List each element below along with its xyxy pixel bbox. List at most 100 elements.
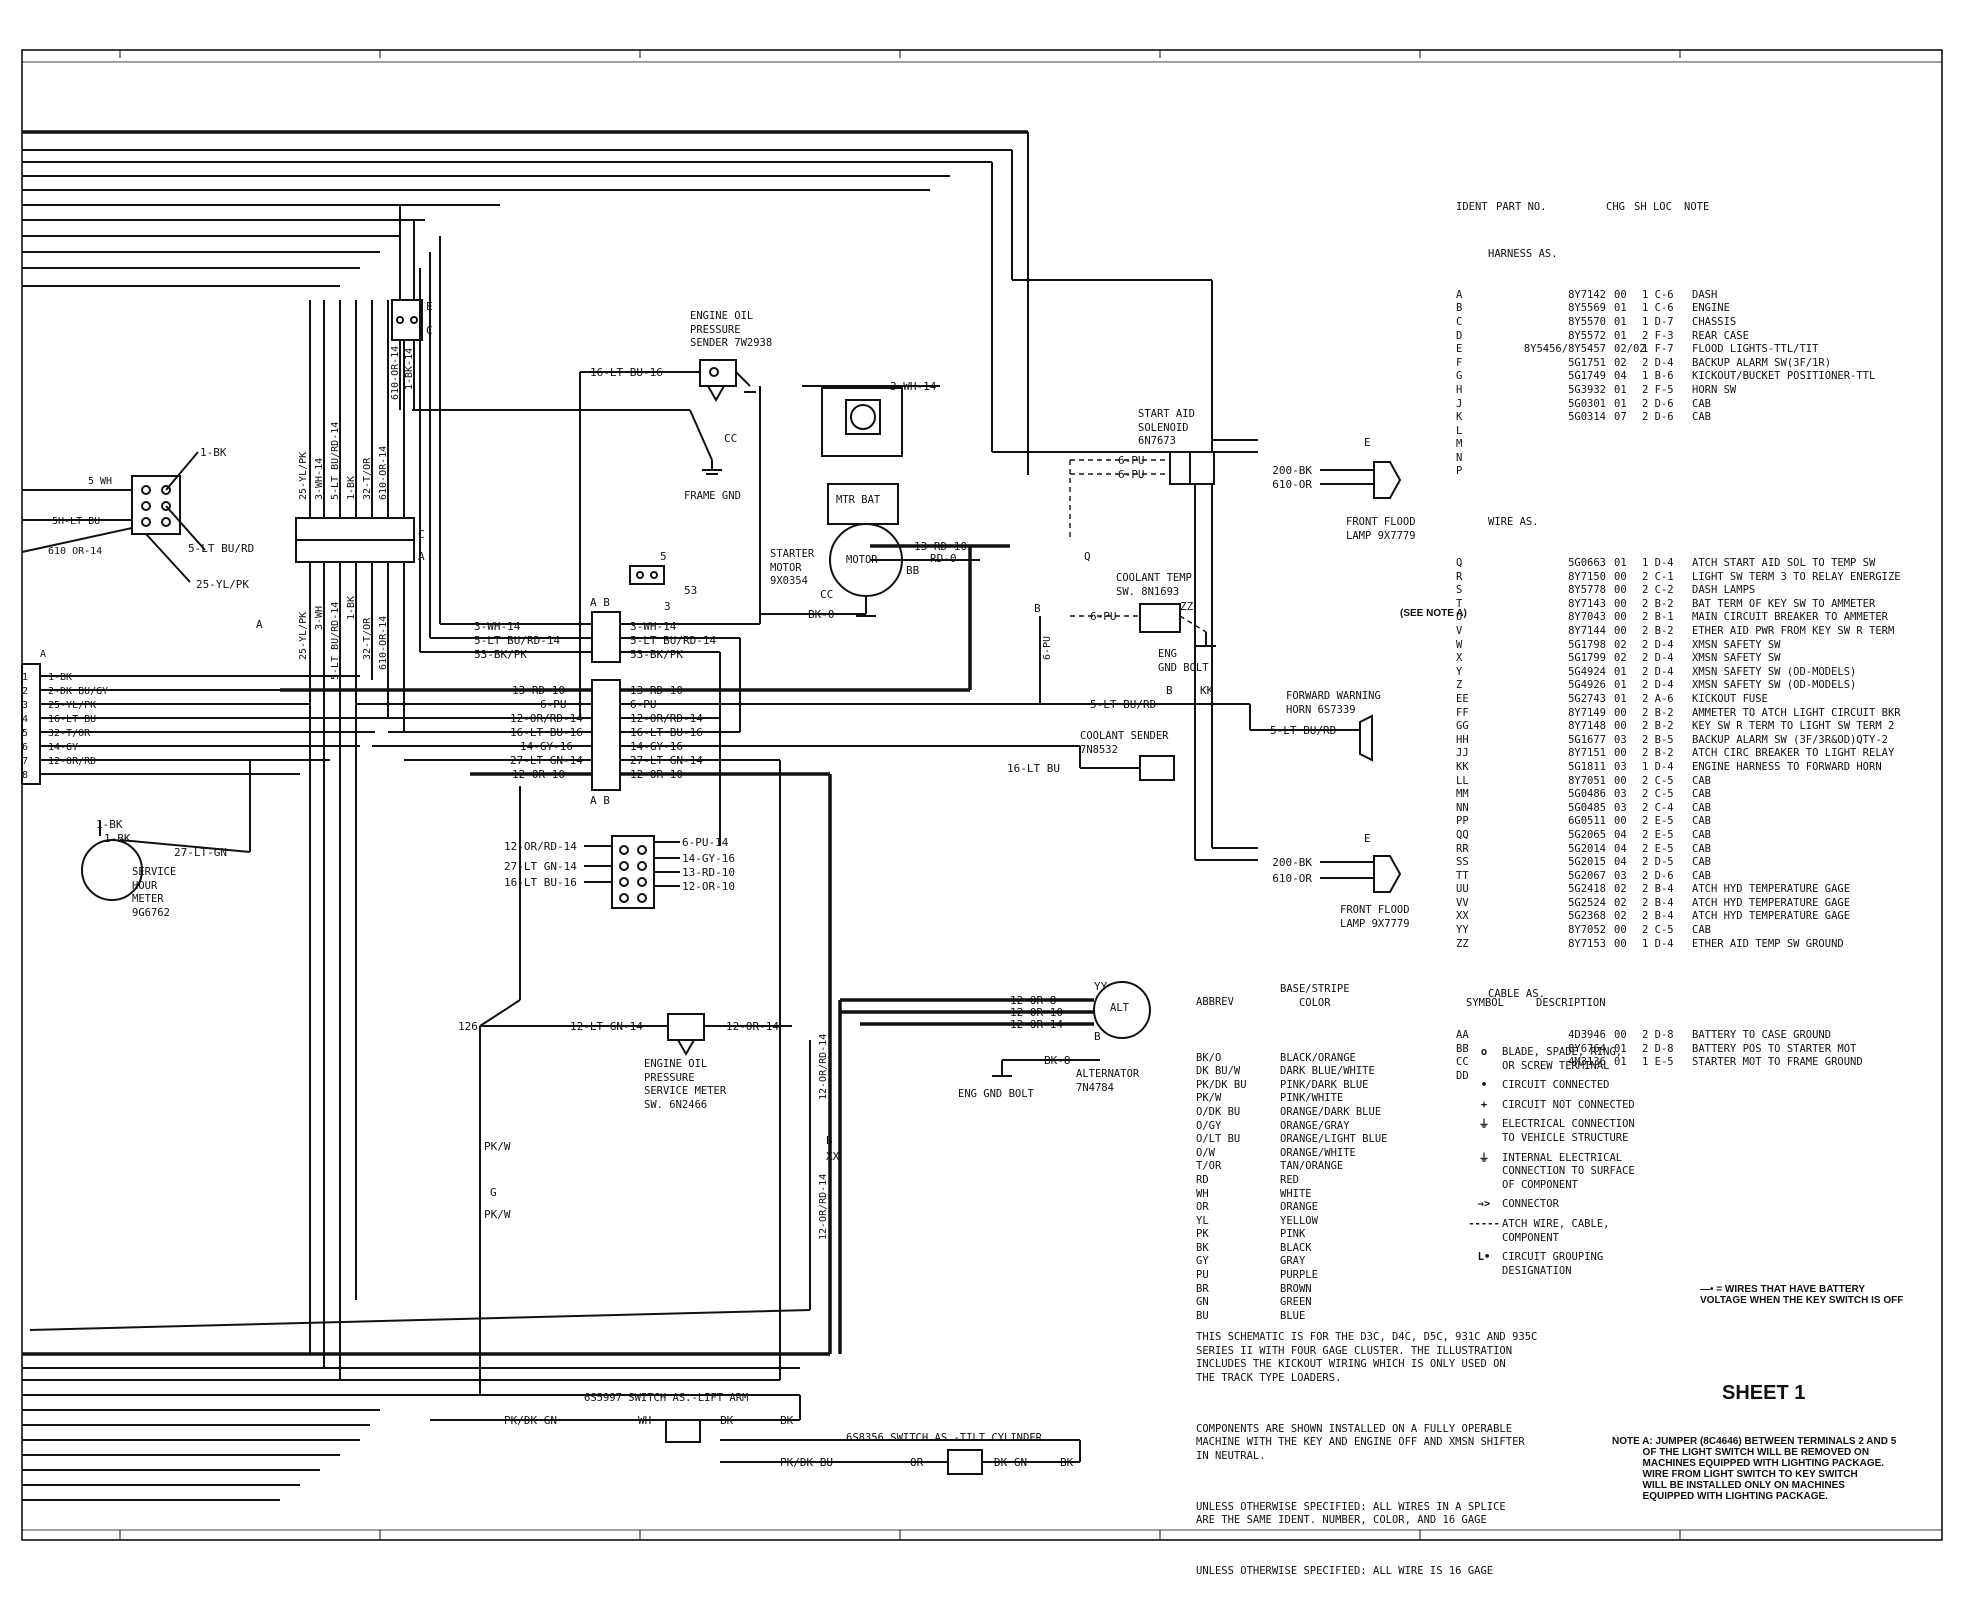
ident-id: PP: [1456, 815, 1469, 828]
svg-text:3: 3: [22, 700, 28, 711]
ident-id: N: [1456, 451, 1463, 464]
symbol-row: •CIRCUIT CONNECTED: [1466, 1079, 1635, 1093]
ident-table: IDENT PART NO. CHG SH LOC NOTE HARNESS A…: [1456, 174, 1901, 1097]
ident-chg: 02: [1614, 652, 1627, 665]
ident-chg: 01: [1614, 692, 1627, 705]
ident-id: ZZ: [1456, 937, 1469, 950]
svg-text:610-OR: 610-OR: [1272, 872, 1312, 885]
ident-part: 5G0485: [1568, 801, 1606, 814]
ident-chg: 00: [1614, 625, 1627, 637]
ident-chg: 01: [1614, 315, 1627, 328]
symbol-glyph: o: [1480, 1045, 1488, 1058]
harness-title: HARNESS AS.: [1488, 247, 1558, 260]
note-3: UNLESS OTHERWISE SPECIFIED: ALL WIRES IN…: [1196, 1500, 1506, 1527]
ident-loc: 1 D-4: [1642, 760, 1674, 773]
symbol-header: SYMBOL DESCRIPTION: [1466, 997, 1635, 1011]
ident-loc: 1 F-7: [1642, 343, 1674, 356]
ident-note: KEY SW R TERM TO LIGHT SW TERM 2: [1692, 720, 1895, 733]
symbol-glyph: -----: [1468, 1217, 1500, 1230]
ident-loc: 1 C-6: [1642, 302, 1674, 315]
ident-id: Y: [1456, 665, 1463, 678]
ident-note: CAB: [1692, 842, 1711, 855]
ident-loc: 2 D-4: [1642, 638, 1674, 651]
coolant-sender: 16-LT BU: [760, 745, 1175, 781]
ident-chg: 04: [1614, 856, 1627, 869]
ident-id: UU: [1456, 883, 1469, 896]
ident-id: JJ: [1456, 747, 1469, 760]
ident-loc: 2 C-5: [1642, 788, 1674, 801]
ident-part: 5G2014: [1568, 842, 1606, 855]
svg-text:3-WH-14: 3-WH-14: [890, 380, 937, 393]
svg-text:3-WH-14: 3-WH-14: [314, 458, 325, 500]
svg-text:E: E: [1364, 436, 1371, 449]
coolant-sw-label: COOLANT TEMP SW. 8N1693: [1116, 572, 1192, 598]
ident-loc: 2 F-5: [1642, 383, 1674, 396]
ident-chg: 01: [1614, 679, 1627, 692]
ident-loc: 2 B-1: [1642, 611, 1674, 624]
ident-loc: [1642, 1070, 1692, 1084]
ident-loc: 2 C-1: [1642, 570, 1674, 583]
svg-text:610 OR-14: 610 OR-14: [48, 546, 102, 557]
svg-text:610-OR: 610-OR: [1272, 478, 1312, 491]
starter-label: STARTER MOTOR 9X0354: [770, 548, 815, 588]
svg-text:610-OR-14: 610-OR-14: [390, 346, 401, 400]
svg-text:4: 4: [22, 714, 28, 725]
abbrev-color: RED: [1280, 1173, 1299, 1186]
ident-part: 8Y5778: [1568, 584, 1606, 597]
ident-id: U: [1456, 611, 1463, 624]
ident-part: 8Y7043: [1568, 611, 1606, 624]
symbol-desc: CONNECTOR: [1502, 1198, 1559, 1211]
ident-id: SS: [1456, 856, 1469, 869]
ident-part: 5G4924: [1568, 665, 1606, 678]
ident-id: A: [1456, 288, 1463, 301]
ident-note: KICKOUT/BUCKET POSITIONER-TTL: [1692, 370, 1876, 383]
ident-note: REAR CASE: [1692, 329, 1749, 342]
svg-text:5-LT BU/RD: 5-LT BU/RD: [188, 542, 254, 555]
ident-loc: [1642, 452, 1692, 466]
svg-text:6: 6: [22, 742, 28, 753]
ident-part: [1496, 465, 1614, 479]
ident-note: CAB: [1692, 788, 1711, 801]
svg-text:200-BK: 200-BK: [1272, 856, 1312, 869]
horn-label: FORWARD WARNING HORN 6S7339: [1286, 690, 1381, 716]
ident-part: 5G2418: [1568, 883, 1606, 896]
ident-chg: 04: [1614, 828, 1627, 841]
alternator: 12-OR-8 12-OR-10 12-OR-14 BK-8 YY B: [838, 980, 1151, 1354]
ident-loc: 2 B-2: [1642, 747, 1674, 760]
ident-part: 8Y7144: [1568, 625, 1606, 637]
ident-loc: 2 D-8: [1642, 1029, 1674, 1042]
service-hour-meter: 27-LT-GN 1-BK 1-BK: [81, 760, 251, 901]
ident-note: LIGHT SW TERM 3 TO RELAY ENERGIZE: [1692, 570, 1901, 583]
ident-part: 8Y5456/8Y5457: [1523, 343, 1606, 356]
svg-text:A B: A B: [590, 596, 610, 609]
ident-chg: 03: [1614, 760, 1627, 773]
ident-chg: 00: [1614, 720, 1627, 733]
ident-part: [1496, 452, 1614, 466]
ident-id: Q: [1456, 557, 1463, 570]
abbrev-color: ORANGE/DARK BLUE: [1280, 1105, 1382, 1118]
ident-part: 8Y7051: [1568, 774, 1606, 787]
ident-loc: 2 D-4: [1642, 356, 1674, 369]
ident-note: ENGINE HARNESS TO FORWARD HORN: [1692, 760, 1882, 773]
light-switch-block: 1-BK 5-LT BU/RD 25-YL/PK 5 WH 5H-LT BU 6…: [21, 446, 254, 591]
abbrev-color: BLACK/ORANGE: [1280, 1051, 1356, 1064]
svg-text:13-RD-10: 13-RD-10: [682, 866, 735, 879]
svg-text:12-OR-10: 12-OR-10: [630, 768, 683, 781]
flood-lamp-upper: 200-BK 610-OR E: [1272, 436, 1402, 499]
svg-text:6-PU: 6-PU: [1118, 468, 1145, 481]
